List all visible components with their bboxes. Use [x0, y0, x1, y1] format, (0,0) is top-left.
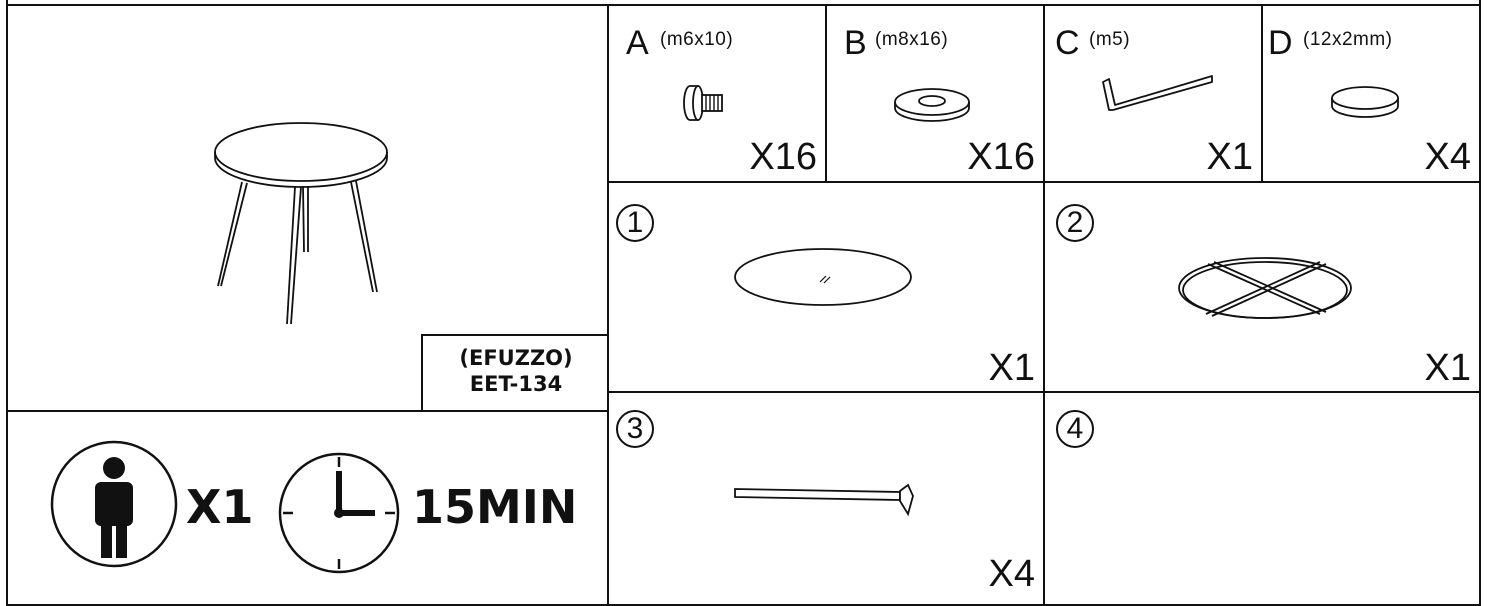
cross-frame-icon: [1178, 257, 1352, 319]
parts-column-divider: [1043, 181, 1045, 606]
hardware-qty: X1: [1206, 136, 1253, 178]
person-icon: [50, 440, 178, 568]
part-qty: X4: [988, 553, 1035, 595]
hardware-letter: C: [1055, 24, 1080, 62]
assembly-time: 15MIN: [412, 480, 578, 534]
left-row-divider: [6, 410, 609, 412]
washer-icon: [894, 88, 970, 122]
people-count: X1: [186, 480, 254, 534]
glass-tabletop-icon: [734, 248, 912, 306]
hardware-letter: A: [626, 24, 649, 62]
part-qty: X1: [1424, 347, 1471, 389]
allen-key-icon: [1102, 75, 1213, 111]
hardware-divider-1: [825, 4, 827, 182]
brand-name: (EFUZZO): [459, 346, 573, 370]
bolt-icon: [683, 85, 723, 121]
part-number-badge: 3: [616, 410, 654, 448]
hardware-spec: (12x2mm): [1303, 29, 1393, 50]
hardware-divider-3: [1261, 4, 1263, 182]
hardware-qty: X16: [967, 136, 1035, 178]
felt-pad-icon: [1331, 86, 1399, 118]
hardware-letter: D: [1268, 24, 1293, 62]
hardware-qty: X16: [749, 136, 817, 178]
parts-sheet: [6, 0, 1481, 606]
side-table-icon: [214, 122, 388, 325]
table-leg-icon: [734, 483, 914, 517]
clock-icon: [278, 452, 400, 574]
part-number-badge: 1: [616, 204, 654, 242]
hardware-qty: X4: [1424, 136, 1471, 178]
top-border-line: [6, 4, 1481, 6]
model-label-box: [421, 334, 609, 412]
hardware-letter: B: [844, 24, 867, 62]
part-number-badge: 2: [1056, 204, 1094, 242]
hardware-spec: (m6x10): [660, 29, 734, 50]
part-qty: X1: [988, 347, 1035, 389]
hardware-spec: (m8x16): [875, 29, 949, 50]
hardware-spec: (m5): [1089, 29, 1131, 50]
part-number-badge: 4: [1056, 410, 1094, 448]
hardware-divider-2: [1043, 4, 1045, 182]
left-column-divider: [607, 4, 609, 606]
model-number: EET-134: [469, 372, 563, 396]
